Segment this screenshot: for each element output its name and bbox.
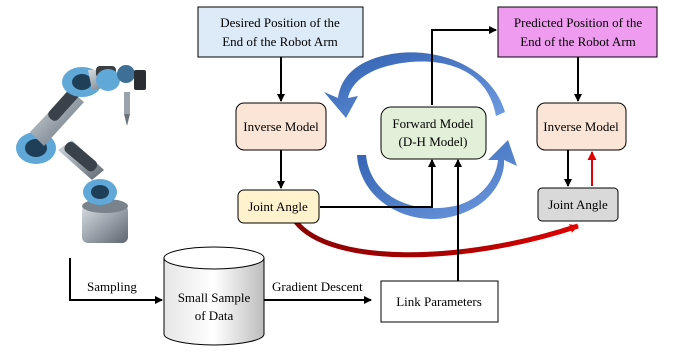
predicted-position-line1: Predicted Position of the [514,15,642,30]
predicted-position-box: Predicted Position of the End of the Rob… [497,6,658,58]
connectors [69,26,582,304]
joint-angle-left-box: Joint Angle [237,189,320,224]
desired-position-box: Desired Position of the End of the Robot… [197,6,364,58]
small-sample-line1: Small Sample [178,290,251,305]
sampling-label: Sampling [87,279,137,294]
joint-angle-right-label: Joint Angle [548,197,608,212]
inverse-model-right-label: Inverse Model [543,119,619,134]
link-parameters-box: Link Parameters [380,280,499,323]
forward-model-line1: Forward Model [392,116,474,131]
small-sample-cylinder: Small Sample of Data [163,246,265,346]
small-sample-line2: of Data [195,308,234,323]
forward-model-box: Forward Model (D-H Model) [380,106,487,160]
robot-arm-image [16,65,146,243]
joint-angle-right-box: Joint Angle [537,187,619,222]
joint-angle-left-label: Joint Angle [248,199,308,214]
cycle-arrows [324,52,517,219]
red-curved-arrow [294,220,579,258]
predicted-position-line2: End of the Robot Arm [520,34,636,49]
link-parameters-label: Link Parameters [396,294,482,309]
desired-position-line1: Desired Position of the [220,15,340,30]
inverse-model-left-label: Inverse Model [243,119,319,134]
inverse-model-left-box: Inverse Model [235,102,327,151]
forward-model-line2: (D-H Model) [399,134,468,149]
desired-position-line2: End of the Robot Arm [222,34,338,49]
inverse-model-right-box: Inverse Model [536,102,627,151]
gradient-descent-label: Gradient Descent [272,279,363,294]
